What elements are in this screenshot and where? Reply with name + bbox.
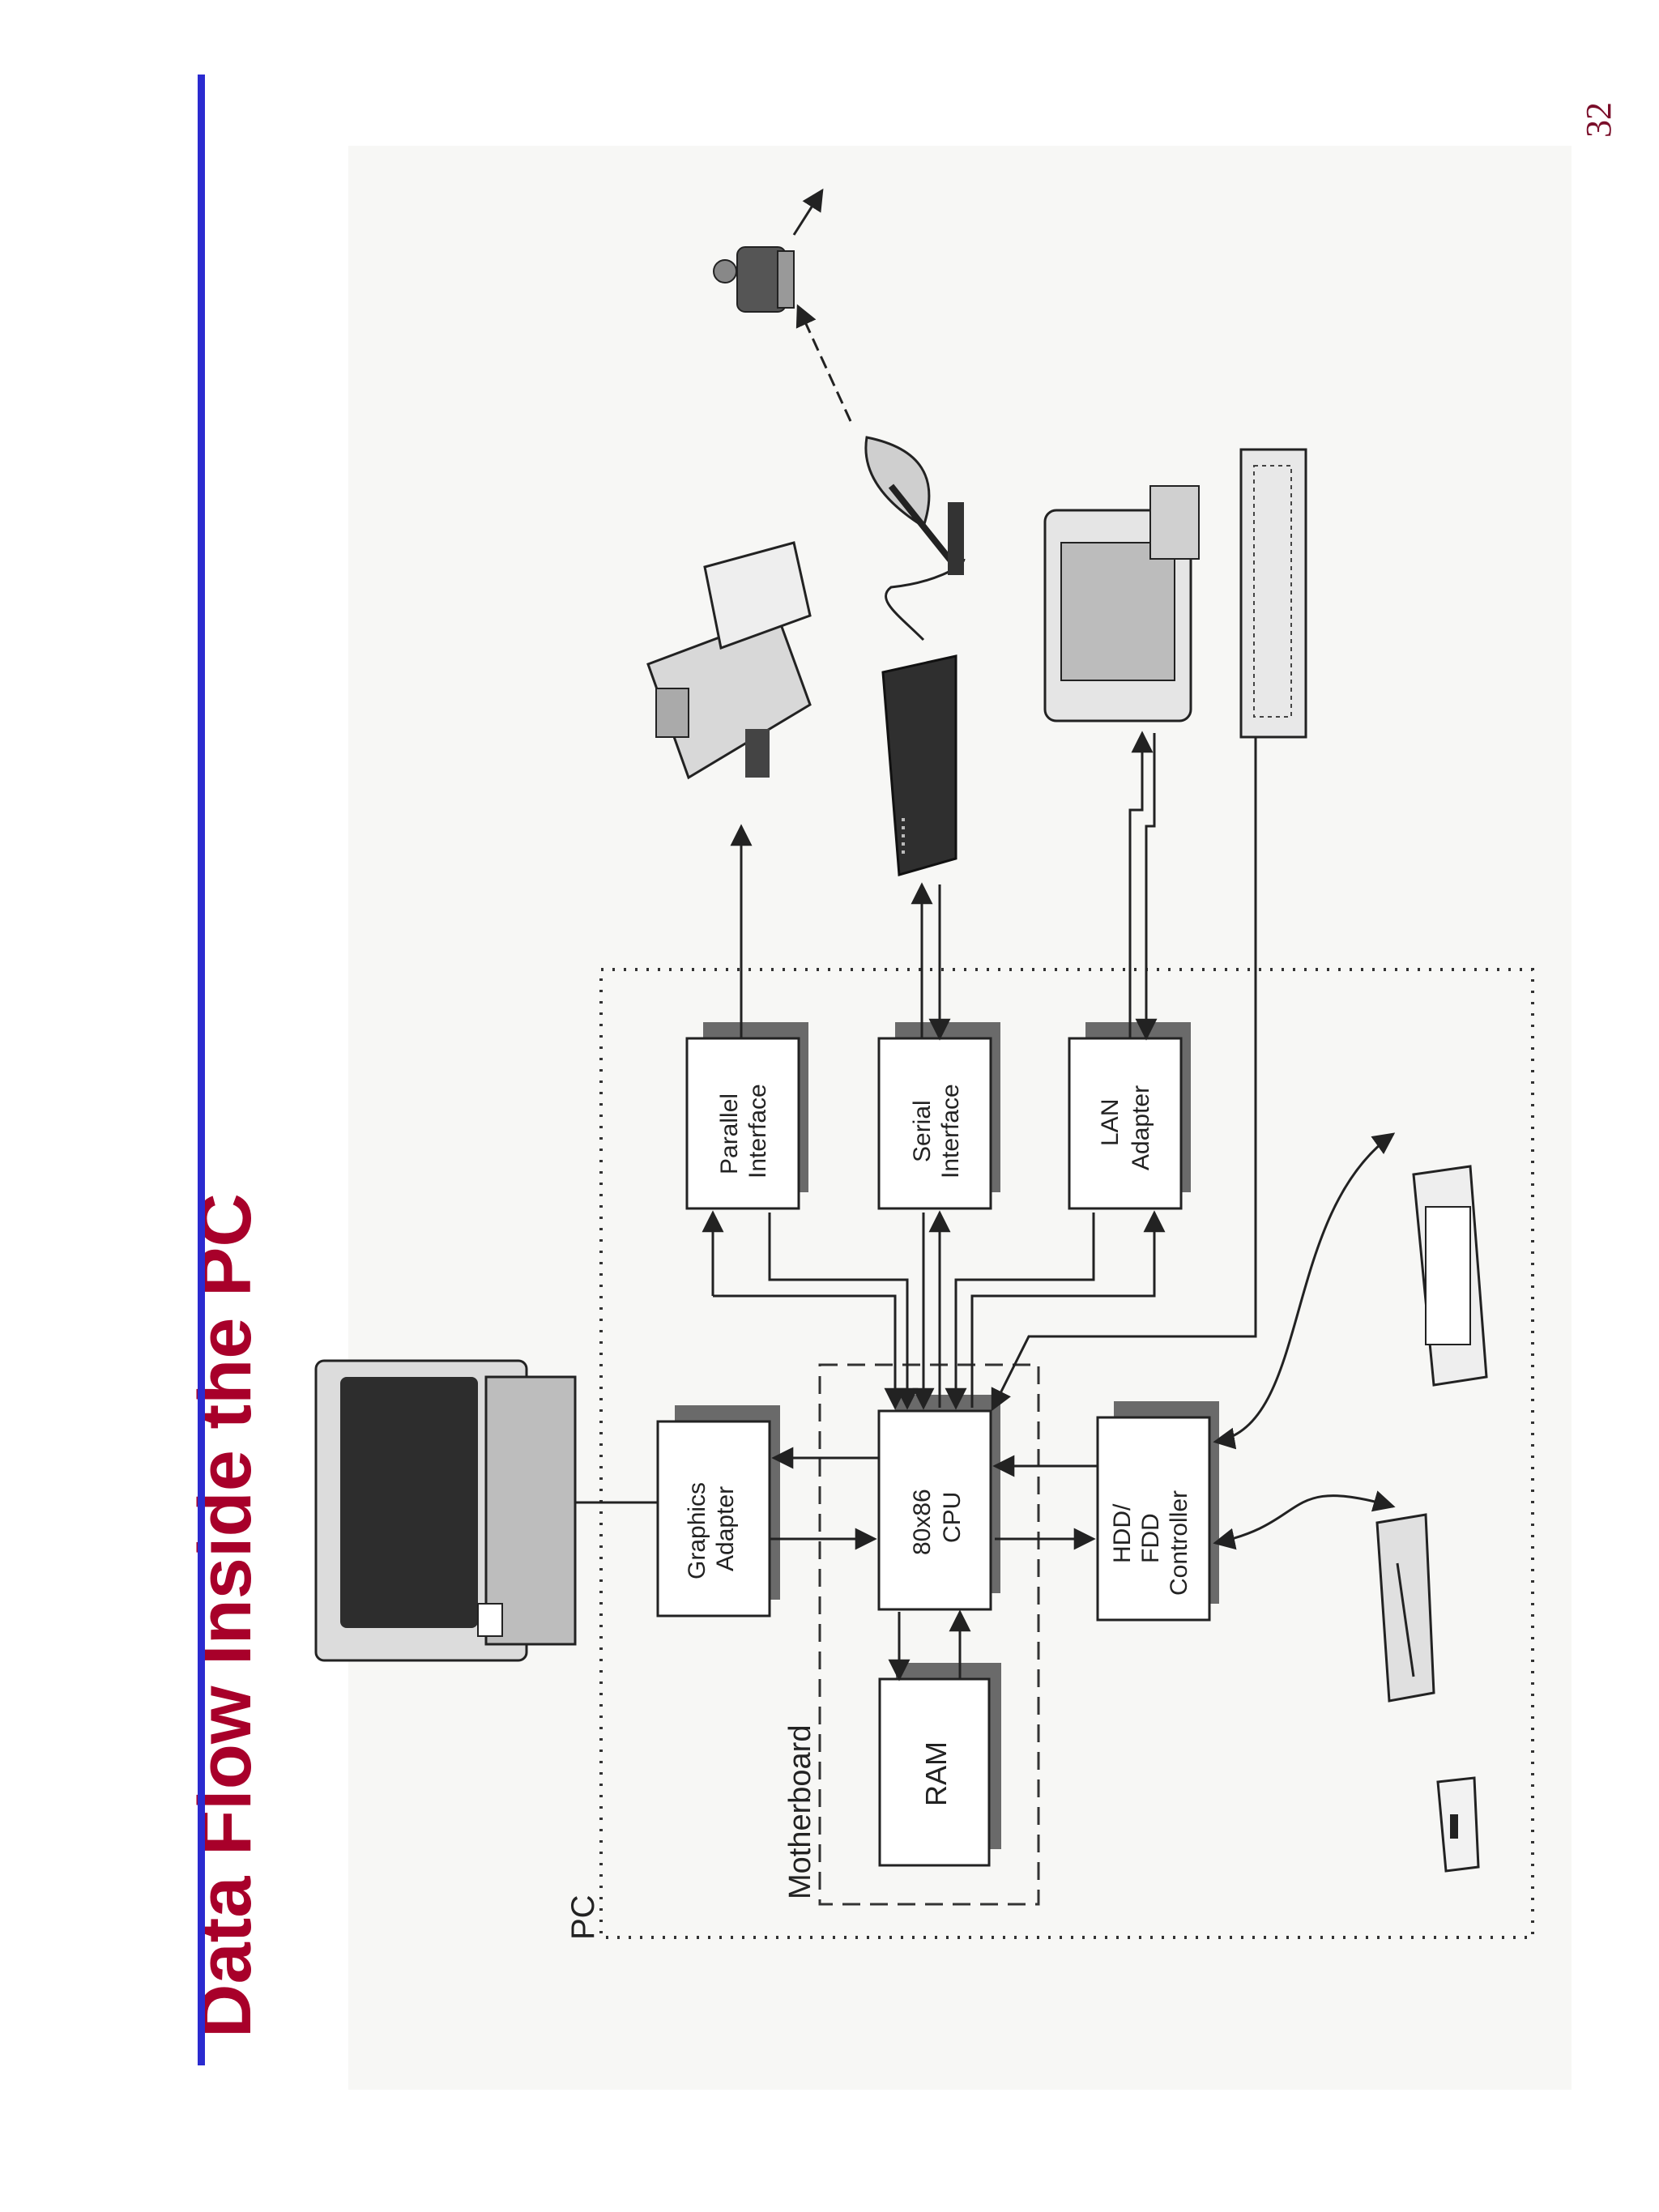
parallel-label-line1: Parallel [716,1093,743,1174]
title-divider [198,75,205,2065]
people-icon [713,246,795,313]
connection-arrows [548,188,1396,1681]
hdd-label-line3: Controller [1166,1490,1192,1596]
modem-icon [881,654,957,876]
serial-interface-block: Serial Interface [877,1022,1000,1210]
motherboard-label: Motherboard [783,1725,817,1899]
lan-adapter-block: LAN Adapter [1068,1022,1191,1210]
graphics-label-line2: Adapter [712,1486,739,1571]
printer-icon [646,541,812,780]
parallel-interface-block: Parallel Interface [685,1022,808,1210]
ram-block: RAM [878,1663,1001,1867]
cpu-block: 80x86 CPU [877,1395,1000,1611]
monitor-icon [314,1359,577,1662]
graphics-label-line1: Graphics [684,1482,710,1579]
cpu-label-line1: 80x86 [909,1489,936,1555]
hdd-label-line1: HDD/ [1109,1503,1136,1563]
pc-boundary [599,968,1534,1939]
motherboard-boundary [818,1363,1040,1906]
serial-label-line2: Interface [937,1084,964,1178]
floppy-drive-icon [1375,1513,1435,1703]
server-tower-icon [1043,485,1200,722]
lan-label-line1: LAN [1097,1099,1124,1146]
serial-label-line1: Serial [909,1100,936,1162]
ram-label: RAM [919,1741,953,1806]
parallel-label-line2: Interface [744,1084,771,1178]
hdd-fdd-controller-block: HDD/ FDD Controller [1096,1401,1219,1622]
hard-drive-icon [1412,1165,1488,1387]
cpu-label-line2: CPU [939,1492,966,1543]
satellite-dish-icon [864,436,964,575]
hdd-label-line2: FDD [1137,1513,1164,1563]
keyboard-icon [1239,448,1307,739]
pc-label: PC [565,1894,601,1940]
graphics-adapter-block: Graphics Adapter [656,1405,780,1617]
floppy-disk-icon [1436,1776,1480,1873]
lan-label-line2: Adapter [1128,1085,1154,1170]
